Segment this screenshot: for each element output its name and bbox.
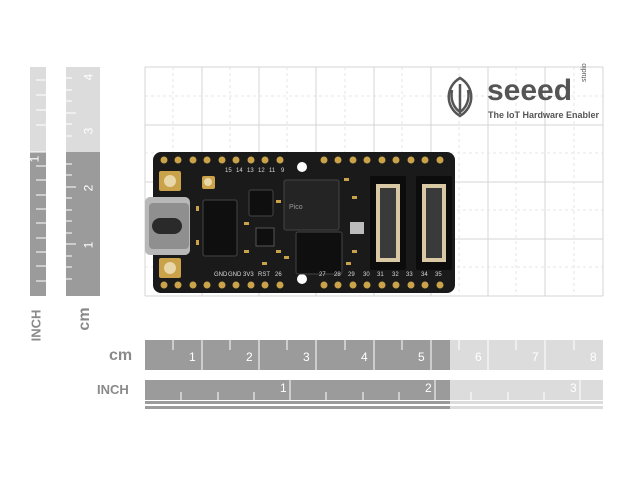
bottom-pin-label: 26: [275, 272, 282, 278]
bottom-pin-label: 31: [377, 272, 384, 278]
dev-board: [145, 152, 455, 293]
bottom-cm-ruler: [145, 340, 603, 370]
left-inch-ruler: [30, 67, 46, 296]
inch-tick-label: 3: [570, 381, 577, 395]
left-cm-unit-label: cm: [76, 307, 93, 331]
left-cm-tick-label: 4: [81, 73, 96, 81]
top-pin-label: 14: [236, 168, 243, 174]
cm-tick-label: 8: [590, 350, 597, 364]
bottom-pin-label: GND: [214, 272, 228, 278]
top-pin-label: 13: [247, 168, 254, 174]
inch-tick-label: 2: [425, 381, 432, 395]
cm-tick-label: 2: [246, 350, 253, 364]
top-pin-label: 15: [225, 168, 232, 174]
left-cm-ruler: [66, 67, 100, 296]
inch-tick-label: 1: [280, 381, 287, 395]
left-cm-tick-label: 2: [81, 184, 96, 192]
cm-tick-label: 4: [361, 350, 368, 364]
cm-tick-label: 3: [303, 350, 310, 364]
bottom-pin-label: 34: [421, 272, 428, 278]
bottom-pin-label: 29: [348, 272, 355, 278]
bottom-pin-label: 35: [435, 272, 442, 278]
top-pin-label: 9: [281, 168, 285, 174]
bottom-pin-label: 30: [363, 272, 370, 278]
bottom-pin-label: 32: [392, 272, 399, 278]
bottom-inch-ruler: [145, 380, 603, 409]
cm-tick-label: 6: [475, 350, 482, 364]
bottom-pin-label: 33: [406, 272, 413, 278]
bottom-pin-label: 27: [319, 272, 326, 278]
chip-label: Pico: [289, 204, 303, 211]
top-pin-label: 12: [258, 168, 265, 174]
inch-unit-label: INCH: [97, 382, 129, 397]
left-cm-tick-label: 1: [81, 241, 96, 249]
brand-tagline: The IoT Hardware Enabler: [488, 110, 600, 120]
left-inch-tick-label: 1: [27, 155, 42, 163]
bottom-pin-label: GND: [228, 272, 242, 278]
cm-tick-label: 5: [418, 350, 425, 364]
cm-tick-label: 1: [189, 350, 196, 364]
brand-superscript: studio: [581, 63, 588, 82]
left-cm-tick-label: 3: [81, 127, 96, 135]
cm-unit-label: cm: [109, 347, 133, 364]
seeed-logo-mark: [447, 76, 473, 118]
bottom-pin-label: 28: [334, 272, 341, 278]
bottom-pin-label: RST: [258, 272, 270, 278]
top-pin-label: 11: [269, 168, 276, 174]
bottom-pin-label: 3V3: [243, 272, 254, 278]
cm-tick-label: 7: [532, 350, 539, 364]
brand-name: seeed: [487, 74, 573, 107]
left-inch-unit-label: INCH: [28, 309, 44, 342]
